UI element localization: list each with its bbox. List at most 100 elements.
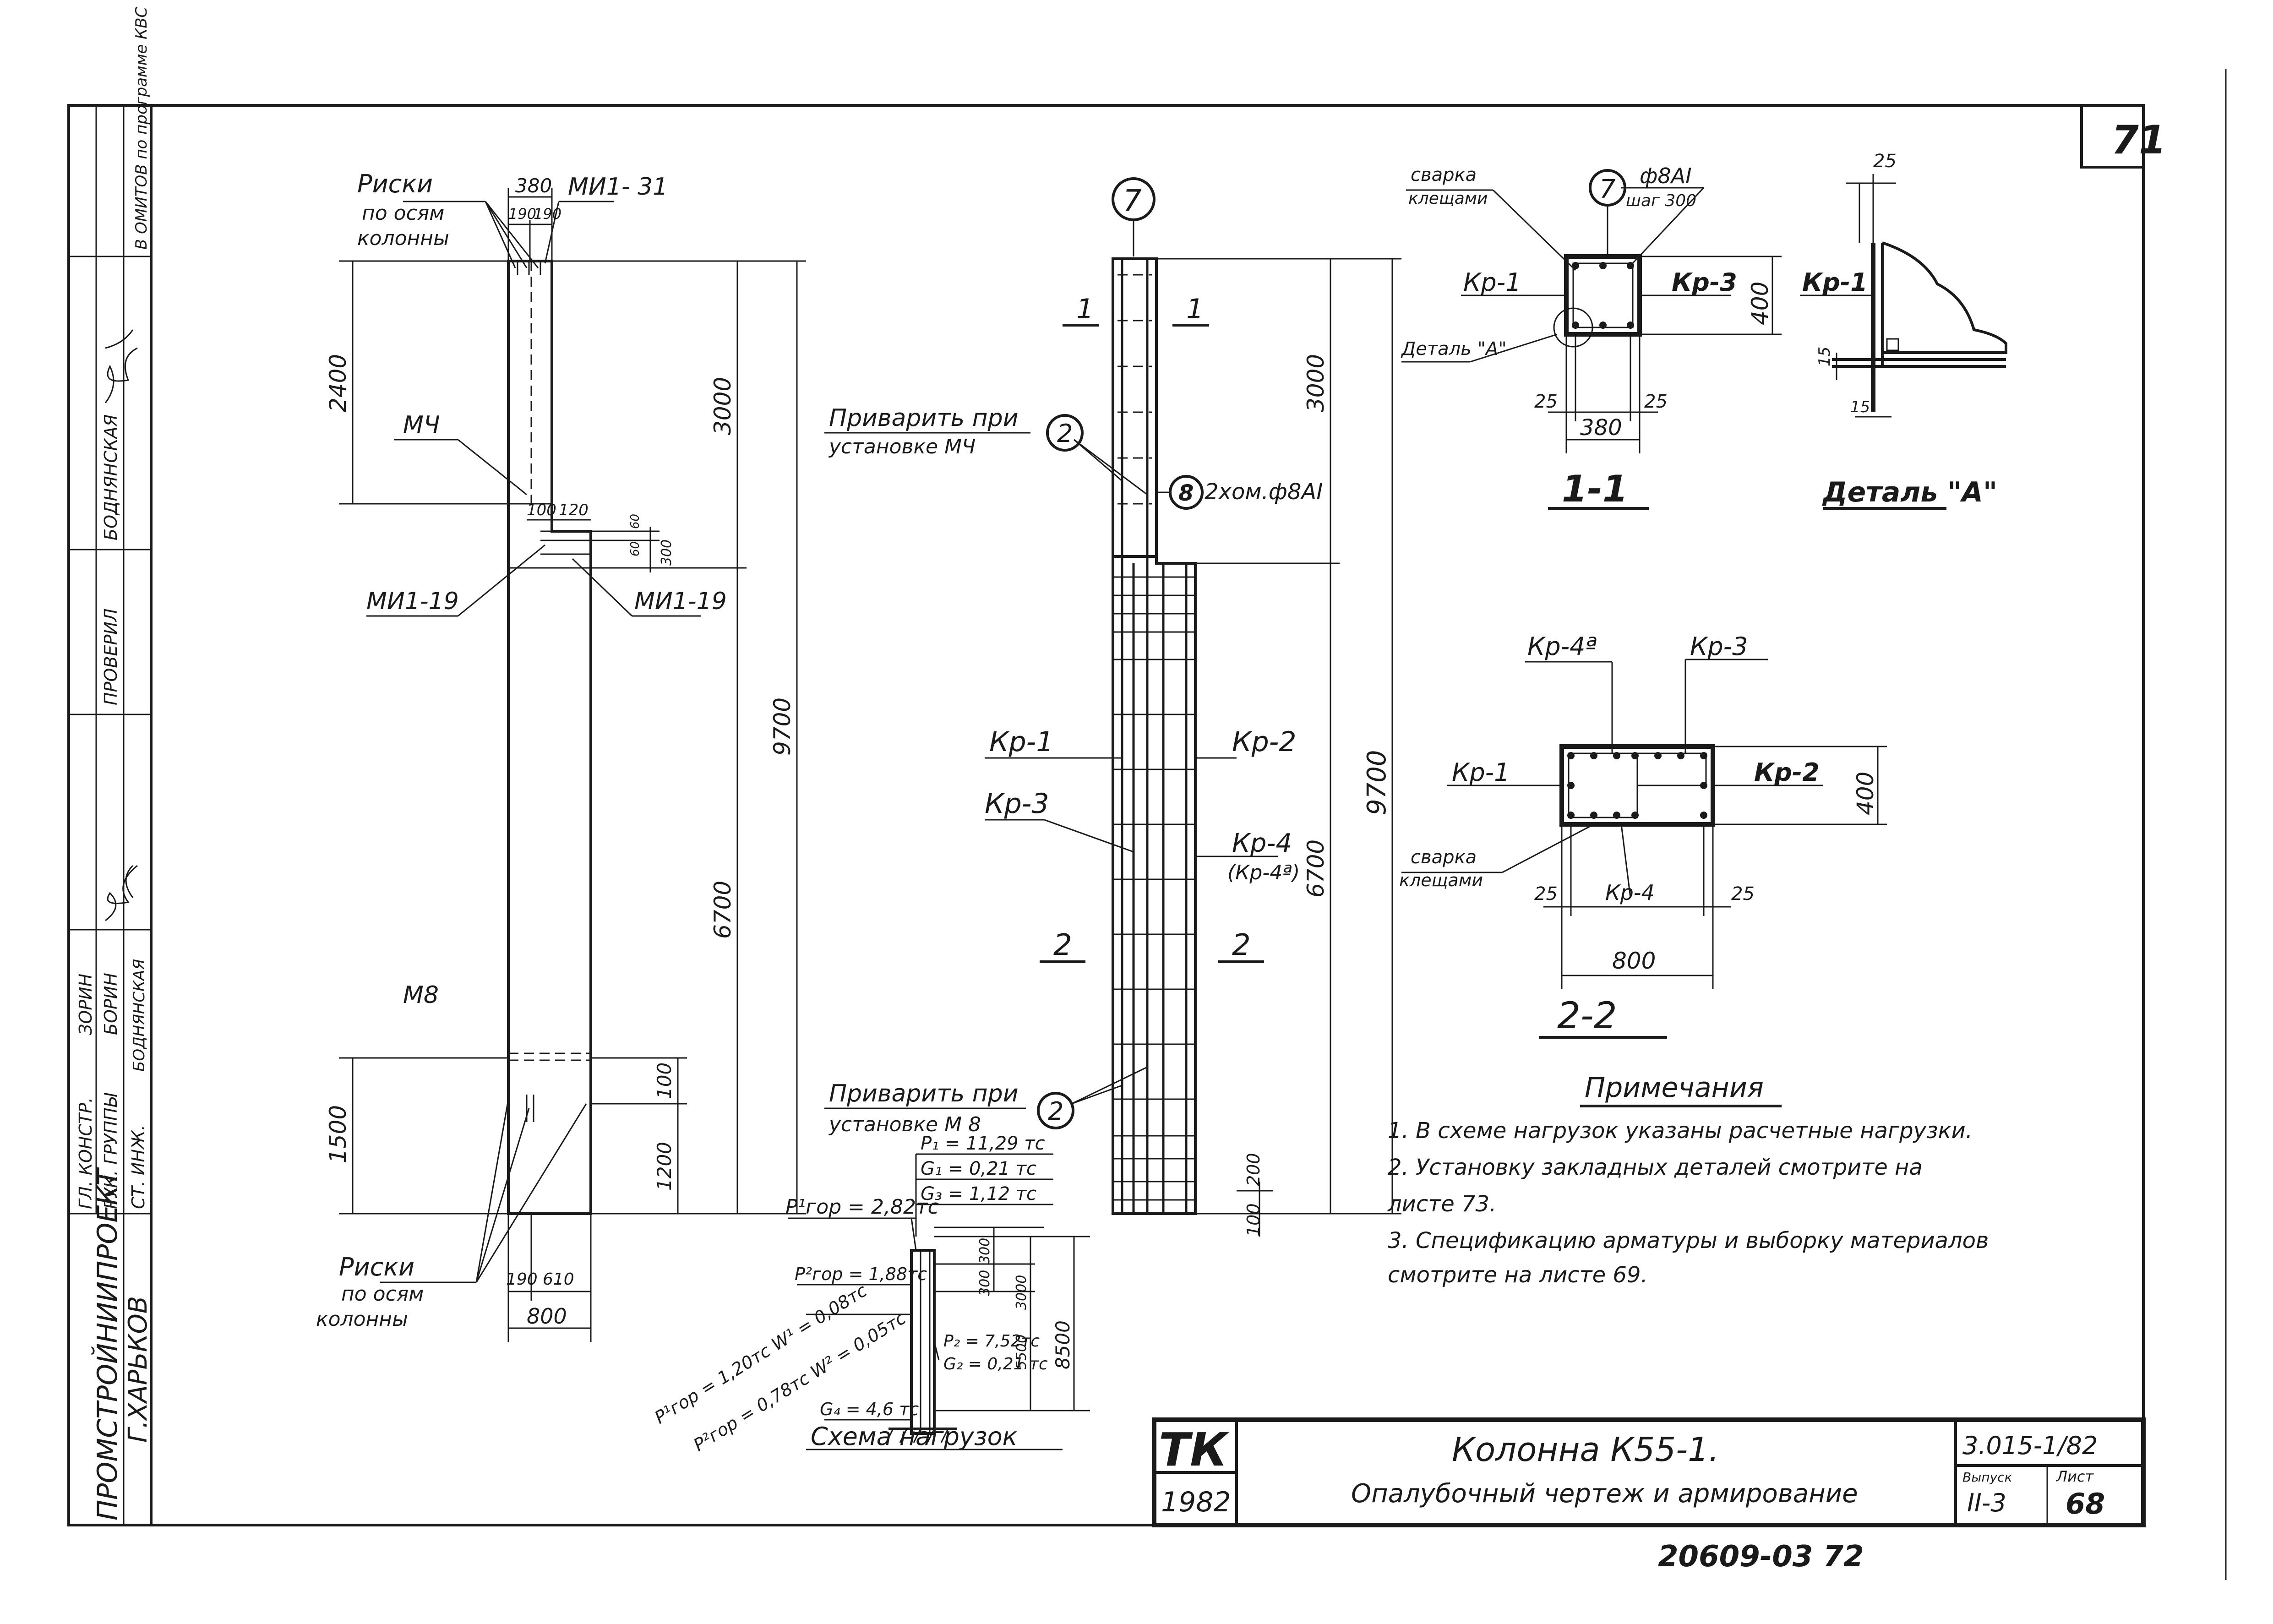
rebar-kp4a: (Кр-4ª) xyxy=(1227,861,1300,884)
title-year: 1982 xyxy=(1161,1486,1231,1518)
load-g1: G₁ = 0,21 тс xyxy=(921,1158,1036,1179)
section-marker-1-left: 1 xyxy=(1076,293,1094,325)
reinf-dim-9700: 9700 xyxy=(1362,750,1392,815)
load-scheme xyxy=(788,1153,1090,1450)
signature xyxy=(104,329,138,921)
formwork-top-half-left: 190 xyxy=(508,205,536,223)
formwork-marks-bottom-sub1: по осям xyxy=(341,1282,424,1306)
formwork-dim-800: 800 xyxy=(527,1304,567,1329)
rebar-kp2: Кр-2 xyxy=(1232,726,1297,758)
formwork-marks-bottom-sub2: колонны xyxy=(316,1308,408,1331)
stamp-approval-note: В ОМИТОВ по программе КВС xyxy=(132,6,151,250)
s22-dim-25a: 25 xyxy=(1534,883,1558,905)
weld-top-num: 2 xyxy=(1057,419,1073,448)
stamp-role-3: СТ. ИНЖ. xyxy=(128,1125,148,1209)
title-series: 3.015-1/82 xyxy=(1962,1431,2098,1460)
formwork-drawing xyxy=(339,188,806,1342)
load-dim-3000: 3000 xyxy=(1014,1275,1030,1310)
stamp-checked-name: БОДНЯНСКАЯ xyxy=(101,414,121,540)
s22-weld-line1: сварка xyxy=(1411,847,1477,868)
formwork-d60b: 60 xyxy=(628,541,642,556)
reinf-dim-3000: 3000 xyxy=(1303,354,1329,412)
clamp-note: 2хом.ф8АI xyxy=(1205,479,1323,505)
formwork-marks-bottom: Риски xyxy=(339,1253,414,1281)
detailA-title: Деталь "А" xyxy=(1822,476,1997,508)
load-dim-300a: 300 xyxy=(977,1238,993,1264)
weld-top-line1: Приварить при xyxy=(829,404,1019,432)
detailA-kp1: Кр-1 xyxy=(1802,268,1868,297)
formwork-top-width: 380 xyxy=(515,174,552,197)
section-marker-2-left: 2 xyxy=(1053,928,1072,962)
load-dim-5500: 5500 xyxy=(1014,1335,1030,1369)
stamp-city: Г.ХАРЬКОВ xyxy=(123,1296,153,1443)
formwork-top-half-right: 190 xyxy=(534,205,561,223)
formwork-marks-label: Риски xyxy=(357,169,433,198)
formwork-dim-1200: 1200 xyxy=(653,1142,676,1191)
title-issue: II-3 xyxy=(1967,1488,2006,1517)
s11-dim-25a: 25 xyxy=(1534,391,1558,412)
formwork-dim-2400: 2400 xyxy=(325,354,351,412)
rebar-kp4: Кр-4 xyxy=(1232,828,1292,858)
note-3: 3. Спецификацию арматуры и выборку матер… xyxy=(1388,1228,1989,1253)
title-line-2: Опалубочный чертеж и армирование xyxy=(1351,1479,1858,1509)
formwork-d300: 300 xyxy=(659,540,675,566)
stamp-name-3: БОДНЯНСКАЯ xyxy=(130,959,148,1072)
s11-step: шаг 300 xyxy=(1626,191,1696,210)
formwork-embed-top: МИ1- 31 xyxy=(568,173,668,201)
note-2b: листе 73. xyxy=(1387,1191,1496,1217)
title-sheet-label: Лист xyxy=(2056,1468,2094,1485)
rebar-kp1: Кр-1 xyxy=(989,726,1054,758)
weld-bottom-num: 2 xyxy=(1048,1097,1063,1126)
stamp-role-2: РУК. ГРУППЫ xyxy=(101,1092,121,1209)
title-block xyxy=(1152,1417,2146,1527)
load-p1: P₁ = 11,29 тс xyxy=(921,1133,1045,1154)
notes-heading: Примечания xyxy=(1585,1072,1764,1104)
stamp-checked-label: ПРОВЕРИЛ xyxy=(101,609,121,705)
s11-rebar: ф8АI xyxy=(1640,163,1692,188)
axis-8-label: 8 xyxy=(1178,480,1194,506)
reinf-dim-200: 200 xyxy=(1243,1153,1264,1186)
load-g2: G₂ = 0,21 тс xyxy=(943,1355,1048,1373)
bottom-archive-code: 20609-03 72 xyxy=(1658,1540,1864,1574)
load-p2: P₂ = 7,52тс xyxy=(943,1332,1040,1351)
axis-7-label: 7 xyxy=(1123,184,1142,218)
formwork-dim-3000: 3000 xyxy=(709,377,736,435)
formwork-m8-label: М8 xyxy=(403,981,439,1009)
s11-dim-25b: 25 xyxy=(1644,391,1668,412)
weld-bottom-line1: Приварить при xyxy=(829,1080,1019,1107)
formwork-mch-label: МЧ xyxy=(403,411,440,439)
section-marker-2-right: 2 xyxy=(1232,928,1251,962)
s11-weld-line1: сварка xyxy=(1411,164,1477,185)
load-scheme-caption: Схема нагрузок xyxy=(811,1422,1018,1451)
formwork-dim-610: 610 xyxy=(543,1270,574,1289)
s11-dim-400: 400 xyxy=(1747,282,1773,325)
stamp-name-1: ЗОРИН xyxy=(76,974,96,1035)
s11-axis: 7 xyxy=(1599,174,1616,204)
reinforcement-drawing xyxy=(824,177,1401,1237)
detailA-dim-25: 25 xyxy=(1873,151,1897,172)
s22-kp2: Кр-2 xyxy=(1754,758,1820,787)
load-p1gor: P¹гор = 2,82тс xyxy=(785,1195,939,1219)
title-sheet: 68 xyxy=(2066,1487,2105,1520)
s11-detail-label: Деталь "А" xyxy=(1401,338,1507,360)
s22-kp4: Кр-4 xyxy=(1605,880,1655,905)
formwork-dim-190: 190 xyxy=(506,1270,538,1289)
formwork-mi-left: МИ1-19 xyxy=(366,588,459,615)
load-g3: G₃ = 1,12 тс xyxy=(921,1183,1036,1204)
formwork-d60a: 60 xyxy=(628,514,642,529)
section-1-1 xyxy=(1401,169,1782,510)
s11-kp3: Кр-3 xyxy=(1672,268,1737,297)
s11-weld-line2: клещами xyxy=(1408,189,1488,208)
formwork-dim-9700: 9700 xyxy=(769,698,796,756)
detailA-dim-15a: 15 xyxy=(1815,347,1834,366)
formwork-dim-100: 100 xyxy=(653,1063,676,1099)
reinf-dim-6700: 6700 xyxy=(1303,839,1329,898)
detailA-dim-15b: 15 xyxy=(1850,398,1870,416)
section-2-2 xyxy=(1401,659,1887,1039)
formwork-mi-right: МИ1-19 xyxy=(634,588,727,615)
weld-bottom-line2: установке М 8 xyxy=(828,1113,981,1136)
sheet-corner-number: 71 xyxy=(2111,117,2166,163)
s22-dim-400: 400 xyxy=(1852,772,1879,815)
title-line-1: Колонна К55-1. xyxy=(1452,1430,1719,1469)
